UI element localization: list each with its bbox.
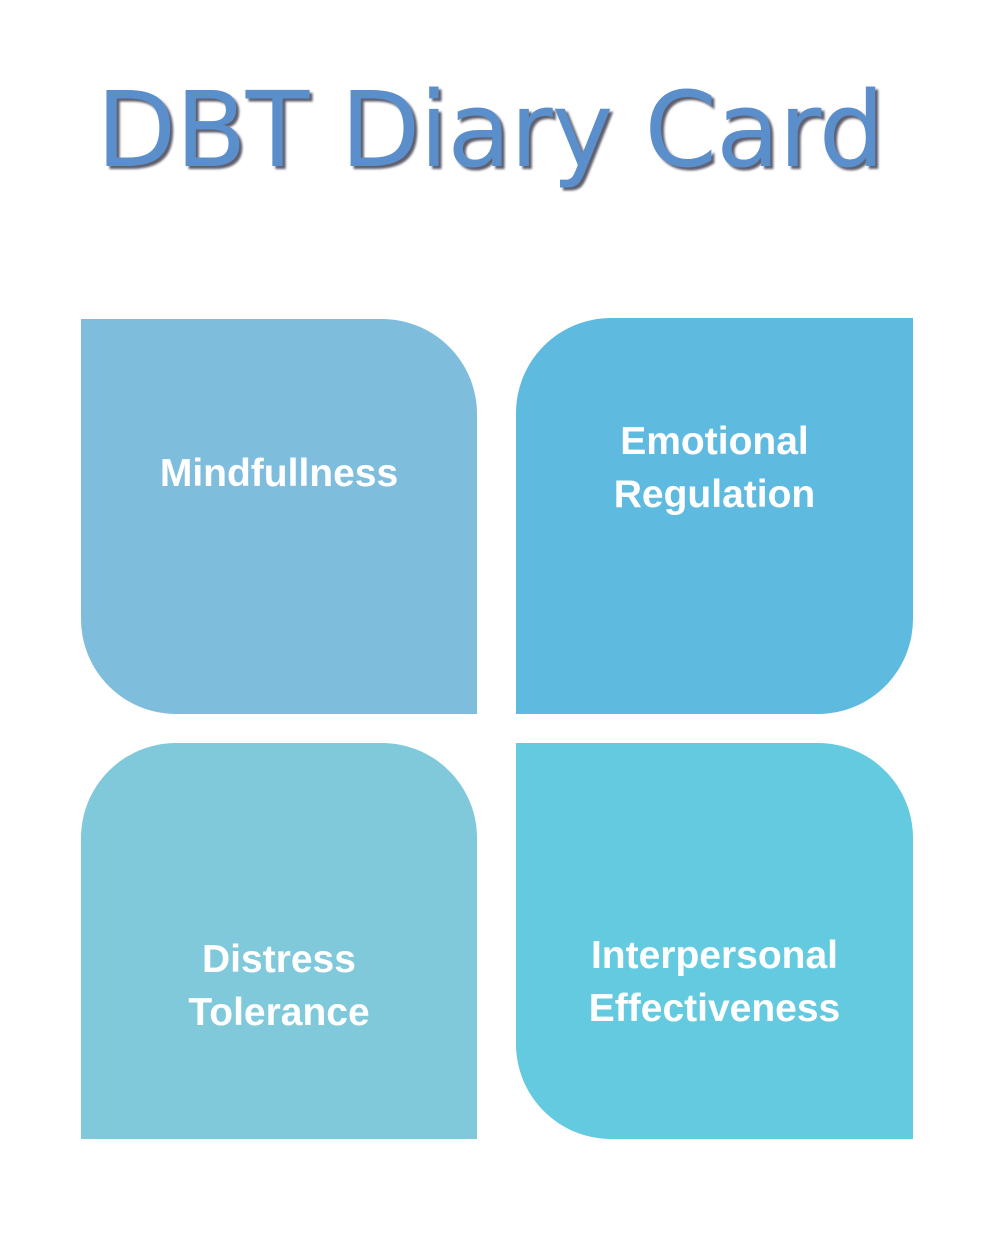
tile-label-interpersonal-effectiveness: Interpersonal Effectiveness [588,934,841,1030]
page-title: DBT Diary Card [96,69,884,191]
tile-label-distress-tolerance: Distress Tolerance [188,938,370,1034]
tile-mindfullness: Mindfullness [81,319,477,714]
tile-label-mindfullness: Mindfullness [159,452,399,495]
tile-distress-tolerance: Distress Tolerance [81,743,477,1139]
tile-emotional-regulation: Emotional Regulation [516,318,913,714]
tile-label-emotional-regulation: Emotional Regulation [613,420,816,516]
tile-interpersonal-effectiveness: Interpersonal Effectiveness [516,743,913,1139]
